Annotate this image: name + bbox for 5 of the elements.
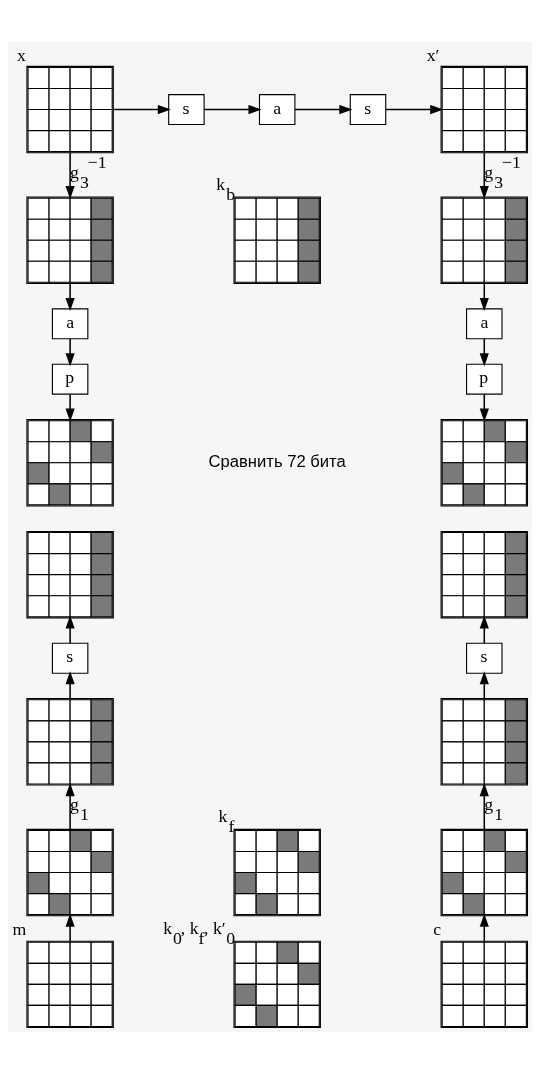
node-label: c: [433, 919, 442, 940]
node-label: x: [16, 44, 26, 65]
label: Сравнить 72 бита: [208, 451, 346, 471]
node-label: x′: [426, 44, 440, 65]
node-label: m: [12, 919, 27, 940]
